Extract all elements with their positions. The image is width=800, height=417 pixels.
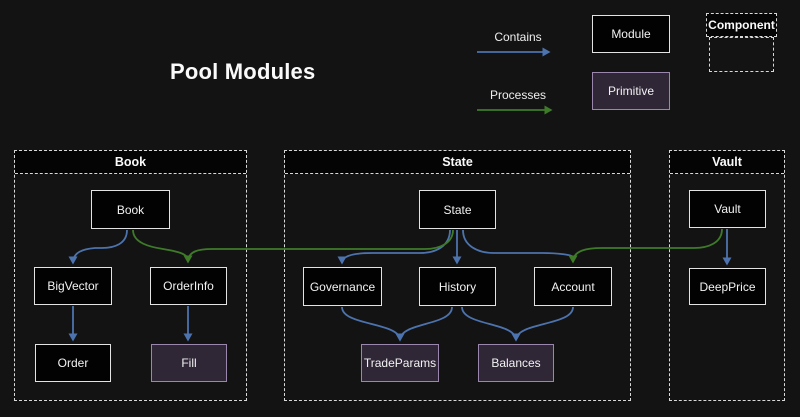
container-state-header: State bbox=[285, 151, 630, 174]
page-title: Pool Modules bbox=[170, 59, 316, 84]
node-state: State bbox=[419, 190, 496, 229]
node-history: History bbox=[419, 267, 496, 306]
legend-component-body bbox=[709, 37, 774, 72]
legend-component-label: Component bbox=[708, 18, 775, 32]
legend-module-sample: Module bbox=[592, 15, 670, 53]
node-governance: Governance bbox=[303, 267, 382, 306]
legend-component-sample: Component bbox=[706, 13, 777, 37]
container-book: Book bbox=[14, 150, 247, 401]
node-bigvector: BigVector bbox=[34, 267, 112, 305]
node-deepprice: DeepPrice bbox=[689, 268, 766, 305]
node-order: Order bbox=[35, 344, 111, 382]
node-orderinfo: OrderInfo bbox=[150, 267, 227, 305]
legend-module-label: Module bbox=[611, 27, 651, 41]
node-fill: Fill bbox=[151, 344, 227, 382]
node-tradeparams: TradeParams bbox=[361, 344, 439, 382]
container-state: State bbox=[284, 150, 631, 401]
node-vault: Vault bbox=[689, 190, 766, 228]
legend-primitive-label: Primitive bbox=[607, 84, 654, 98]
legend-primitive-sample: Primitive bbox=[592, 72, 670, 110]
node-account: Account bbox=[534, 267, 612, 306]
legend-contains-label: Contains bbox=[494, 30, 542, 44]
node-book: Book bbox=[91, 190, 170, 229]
container-vault: Vault bbox=[669, 150, 785, 401]
legend-processes-label: Processes bbox=[489, 88, 547, 102]
node-balances: Balances bbox=[478, 344, 554, 382]
container-book-header: Book bbox=[15, 151, 246, 174]
container-vault-header: Vault bbox=[670, 151, 784, 174]
